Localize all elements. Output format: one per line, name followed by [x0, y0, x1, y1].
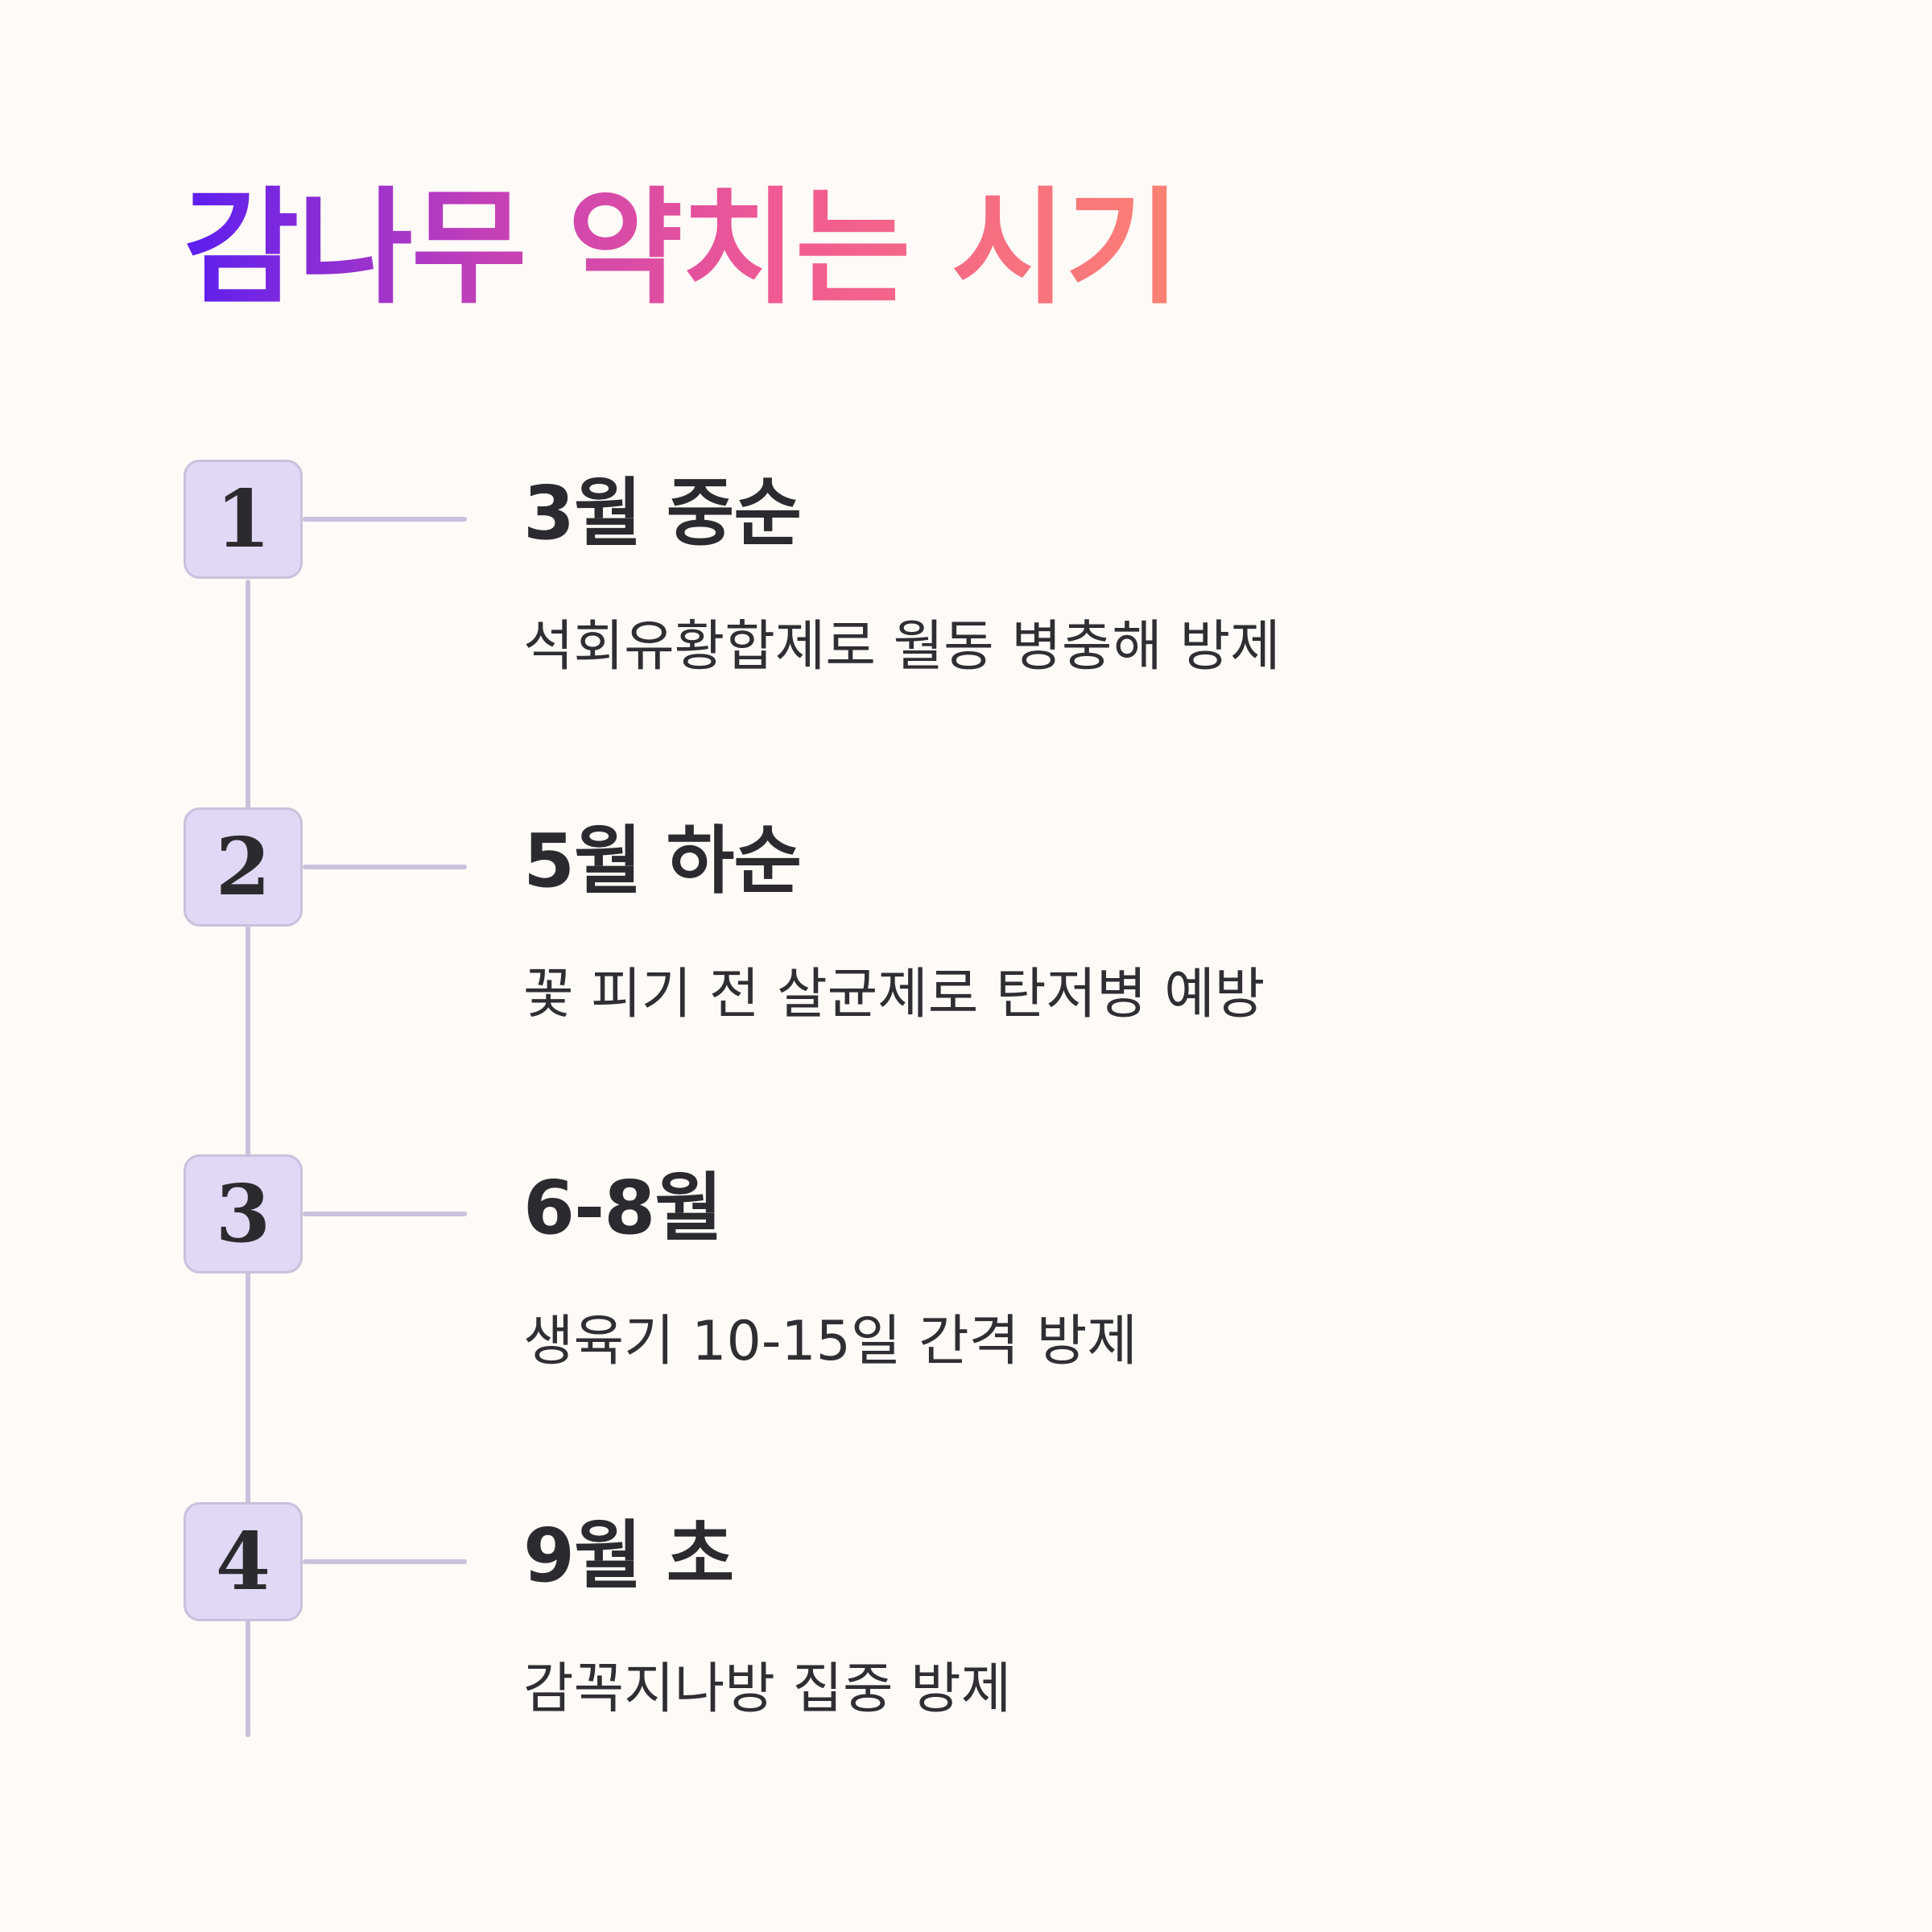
step-description: 석회유황합제로 월동 병충해 방제: [523, 615, 1281, 679]
step-number-badge: 4: [184, 1502, 303, 1621]
step-connector-line: [303, 865, 467, 869]
step-description: 꽃 피기 전 살균제로 탄저병 예방: [523, 963, 1265, 1026]
timeline-step-1: 1 3월 중순 석회유황합제로 월동 병충해 방제: [0, 460, 1932, 701]
timeline-step-3: 3 6-8월 생육기 10-15일 간격 방제: [0, 1154, 1932, 1396]
step-heading: 3월 중순: [523, 470, 802, 556]
step-heading: 6-8월: [523, 1165, 723, 1251]
step-heading: 9월 초: [523, 1513, 734, 1599]
timeline-step-4: 4 9월 초 감꼭지나방 집중 방제: [0, 1502, 1932, 1744]
step-connector-line: [303, 1212, 467, 1216]
step-description: 감꼭지나방 집중 방제: [523, 1657, 1012, 1721]
step-description: 생육기 10-15일 간격 방제: [523, 1310, 1137, 1373]
step-number-badge: 3: [184, 1154, 303, 1274]
step-number-badge: 2: [184, 807, 303, 927]
step-heading: 5월 하순: [523, 818, 802, 904]
step-connector-line: [303, 1559, 467, 1564]
page-title: 감나무 약치는 시기: [184, 173, 1181, 324]
step-number-badge: 1: [184, 460, 303, 579]
timeline-step-2: 2 5월 하순 꽃 피기 전 살균제로 탄저병 예방: [0, 807, 1932, 1049]
step-connector-line: [303, 517, 467, 522]
